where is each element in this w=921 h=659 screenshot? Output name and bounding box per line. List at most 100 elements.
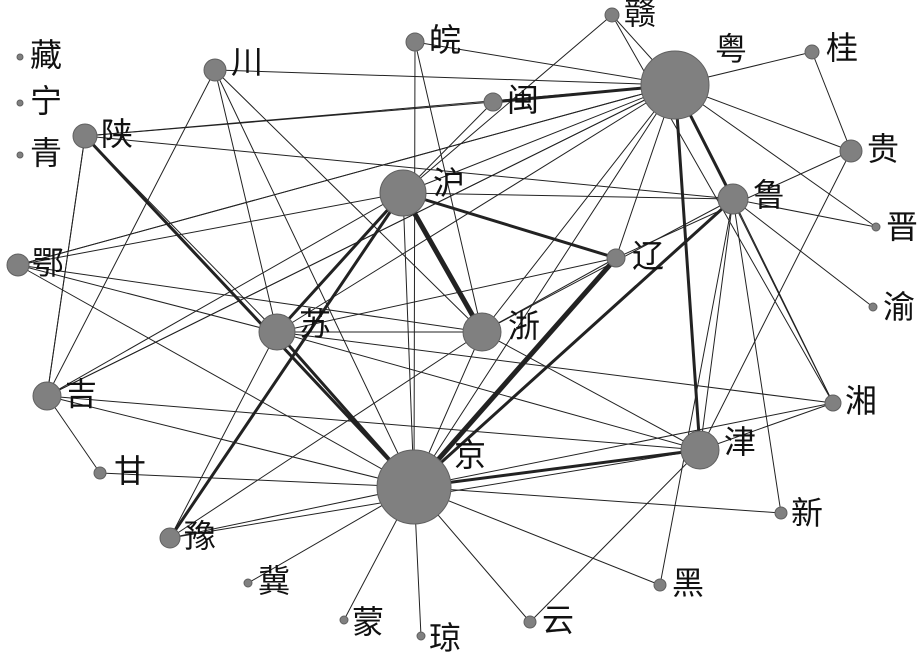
edge-ji-yue	[46, 84, 676, 397]
edge-ji-shaan	[46, 135, 86, 397]
edge-chuan-su	[214, 69, 278, 333]
edge-shaan-lu	[84, 135, 734, 200]
node-gan	[604, 7, 620, 23]
node-label-meng: 蒙	[352, 603, 384, 641]
node-min	[483, 92, 503, 112]
node-su	[258, 313, 296, 351]
node-label-lu: 鲁	[753, 176, 785, 214]
node-guiz	[839, 139, 863, 163]
node-label-chuan: 川	[231, 43, 263, 81]
edge-yue-zhe	[481, 84, 676, 333]
node-label-gan: 赣	[624, 0, 656, 32]
node-qiong	[416, 631, 426, 641]
edge-liao-zhe	[481, 257, 617, 333]
node-yun	[523, 615, 537, 629]
node-label-gui: 桂	[826, 29, 858, 67]
network-labels: 藏宁青赣皖粤桂川闽陕贵沪鲁晋鄂辽渝苏浙吉湘京津甘新豫冀黑蒙云琼	[30, 0, 918, 657]
edge-yue-jing	[413, 84, 676, 488]
node-gui	[804, 44, 820, 60]
node-label-su: 苏	[299, 305, 331, 343]
node-label-ning: 宁	[30, 82, 62, 120]
edge-chuan-ji	[46, 69, 216, 397]
node-shaan	[72, 123, 98, 149]
edge-hu-lu	[402, 192, 734, 200]
edge-jing-xin	[413, 486, 782, 514]
edge-lu-jing	[412, 197, 735, 489]
edge-lu-yu	[732, 198, 874, 308]
edge-hu-zhe	[400, 190, 485, 335]
node-zhe	[462, 312, 502, 352]
node-label-min: 闽	[507, 81, 539, 119]
edge-guiz-tian	[699, 150, 852, 451]
node-meng	[339, 615, 349, 625]
edge-e-yue	[17, 84, 676, 266]
node-hei	[653, 578, 667, 592]
edge-e-su	[17, 264, 278, 333]
node-label-yue: 粤	[715, 30, 747, 68]
node-label-jin: 晋	[886, 208, 918, 246]
node-label-zhe: 浙	[508, 307, 540, 345]
edge-yue-hu	[402, 84, 676, 194]
node-qing	[16, 151, 24, 159]
node-yue	[640, 50, 710, 120]
node-label-ji: 吉	[65, 375, 97, 413]
edge-zhe-tian	[481, 331, 701, 451]
node-label-jing: 京	[454, 436, 486, 474]
node-label-e: 鄂	[32, 244, 64, 282]
edge-jing-yuh	[169, 486, 415, 539]
node-lu	[717, 183, 749, 215]
edge-jing-tian	[412, 448, 702, 489]
edge-hu-liao	[401, 191, 618, 260]
node-label-hu: 沪	[433, 164, 465, 202]
edge-su-tian	[276, 331, 701, 451]
node-label-guiz: 贵	[867, 130, 899, 168]
edge-ji-gansu	[46, 395, 101, 474]
node-wan	[405, 32, 425, 52]
node-label-liao: 辽	[632, 237, 664, 275]
edge-tian-yun	[529, 449, 701, 623]
edge-ji-tian	[46, 395, 701, 451]
node-xin	[774, 506, 788, 520]
node-xiang	[824, 394, 842, 412]
node-label-yun: 云	[542, 601, 574, 639]
edge-gan-hu	[402, 14, 613, 194]
edge-wan-zhe	[414, 41, 483, 333]
node-label-xin: 新	[791, 494, 823, 532]
edge-shaan-su	[84, 135, 278, 333]
edge-e-zhe	[17, 264, 483, 333]
node-ning	[16, 99, 24, 107]
node-jing	[376, 449, 452, 525]
edge-yuh-zhe	[169, 331, 483, 539]
node-yuh	[159, 527, 181, 549]
edge-lu-xiang	[732, 198, 834, 404]
edge-yue-jin	[674, 84, 877, 228]
node-zang	[16, 53, 24, 61]
edge-lu-xin	[732, 198, 782, 514]
node-e	[6, 253, 30, 277]
node-label-tian: 津	[724, 423, 756, 461]
node-ji	[32, 381, 62, 411]
edge-wan-jing	[413, 41, 416, 488]
edge-yue-tian	[673, 83, 702, 452]
edge-hu-yuh	[168, 191, 405, 540]
edge-hu-jing	[402, 192, 415, 488]
edge-shaan-min	[84, 101, 494, 137]
node-label-ji2: 冀	[258, 562, 290, 600]
edge-hu-su	[275, 191, 405, 334]
node-liao	[606, 248, 626, 268]
edge-chuan-zhe	[214, 69, 483, 333]
node-label-shaan: 陕	[101, 115, 133, 153]
edge-yue-su	[276, 84, 676, 333]
edge-chuan-jing	[214, 69, 415, 488]
edge-lu-jin	[732, 198, 877, 228]
node-tian	[680, 430, 720, 470]
node-label-qiong: 琼	[429, 619, 461, 657]
node-yu	[868, 302, 878, 312]
edge-ji-jing	[46, 395, 415, 488]
edge-yue-wan	[414, 41, 676, 86]
node-label-gansu: 甘	[114, 452, 146, 490]
node-label-qing: 青	[30, 134, 62, 172]
edge-liao-su	[276, 257, 617, 333]
network-edges	[17, 14, 877, 637]
